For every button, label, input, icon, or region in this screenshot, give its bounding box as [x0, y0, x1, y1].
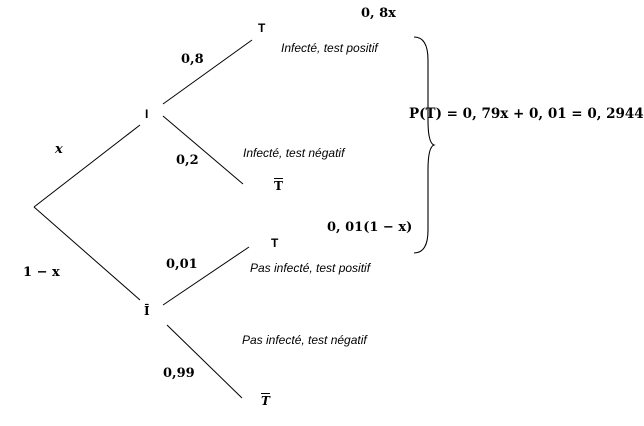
branch-label-x: x: [55, 142, 63, 157]
branch-label-0-99: 0,99: [163, 366, 195, 381]
branch-infected-negative: [162, 115, 244, 185]
branch-label-0-2: 0,2: [176, 153, 199, 168]
branch-not-infected-negative: [166, 324, 243, 399]
caption-infected-negative: Infecté, test négatif: [243, 146, 345, 160]
caption-infected-positive: Infecté, test positif: [281, 41, 378, 55]
branch-label-0-8: 0,8: [181, 52, 204, 67]
branch-label-0-01: 0,01: [166, 257, 198, 272]
node-test-negative-1: T: [274, 179, 283, 193]
node-test-positive-1: T: [258, 21, 266, 35]
node-test-positive-2: T: [271, 236, 279, 250]
branch-not-infected-positive: [162, 246, 250, 306]
total-probability-formula: P(T) = 0, 79x + 0, 01 = 0, 2944: [409, 106, 644, 122]
branch-root-not-infected: [33, 206, 141, 301]
node-not-infected: Ī: [144, 304, 150, 318]
node-test-negative-2: T: [261, 394, 270, 408]
caption-not-infected-positive: Pas infecté, test positif: [250, 261, 371, 275]
probability-tree: [33, 36, 436, 399]
branch-root-infected: [33, 124, 141, 208]
path-prob-not-infected-positive: 0, 01(1 − x): [327, 220, 413, 235]
curly-brace: [413, 36, 436, 254]
node-infected: I: [145, 107, 149, 121]
caption-not-infected-negative: Pas infecté, test négatif: [242, 333, 367, 347]
path-prob-infected-positive: 0, 8x: [361, 6, 396, 21]
branch-infected-positive: [162, 39, 253, 105]
branch-label-1-minus-x: 1 − x: [23, 265, 60, 280]
